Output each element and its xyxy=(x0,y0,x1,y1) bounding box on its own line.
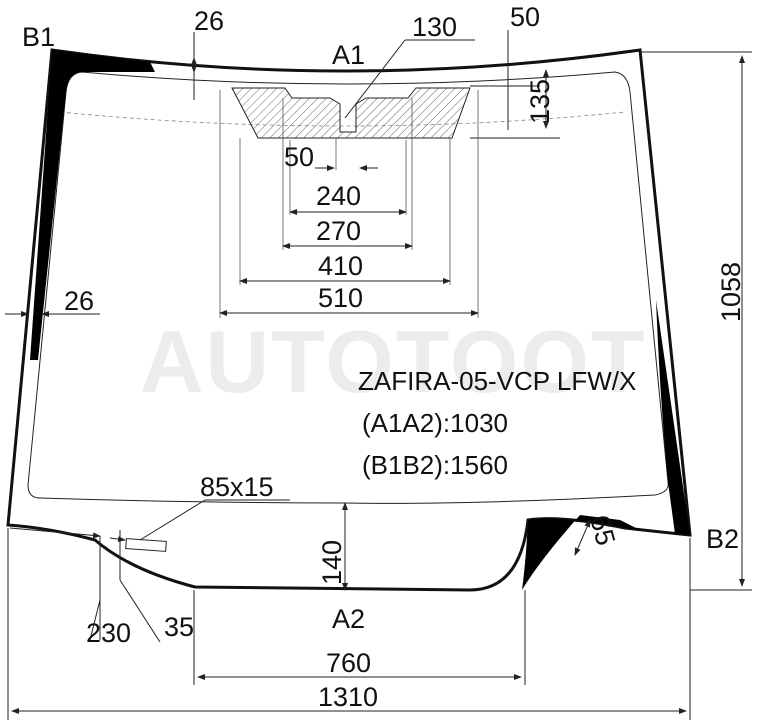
dim-240: 240 xyxy=(316,181,361,211)
dim-140: 140 xyxy=(317,540,347,585)
dim-1310: 1310 xyxy=(318,682,378,712)
dim-1058: 1058 xyxy=(716,262,746,322)
dim-35: 35 xyxy=(164,612,194,642)
sensor-hatched-area xyxy=(231,87,471,139)
dim-135: 135 xyxy=(525,79,555,124)
dimension-lines xyxy=(5,30,752,720)
black-band-lower-right xyxy=(522,515,640,590)
dim-50-mid: 50 xyxy=(284,142,314,172)
dim-50-top: 50 xyxy=(510,2,540,32)
dim-26-top: 26 xyxy=(194,6,224,36)
dim-230: 230 xyxy=(86,618,131,648)
dim-65: 65 xyxy=(584,512,621,549)
dim-130: 130 xyxy=(412,12,457,42)
upper-dotted-line xyxy=(59,111,626,127)
dim-270: 270 xyxy=(316,216,361,246)
dim-410: 410 xyxy=(318,251,363,281)
point-b2-label: B2 xyxy=(706,524,739,554)
black-band-right xyxy=(656,300,690,535)
model-b1b2: (B1B2):1560 xyxy=(362,450,508,480)
point-a1-label: A1 xyxy=(332,40,365,70)
dim-760: 760 xyxy=(326,648,371,678)
point-b1-label: B1 xyxy=(22,22,55,52)
small-sensor-rect xyxy=(125,538,167,552)
dim-510: 510 xyxy=(318,283,363,313)
glass-inner-outline xyxy=(27,71,669,504)
point-a2-label: A2 xyxy=(332,604,365,634)
model-name: ZAFIRA-05-VCP LFW/X xyxy=(358,366,636,396)
watermark-text: AUTOTOOT xyxy=(140,312,647,411)
dim-85x15: 85x15 xyxy=(200,472,274,502)
black-band-left xyxy=(30,50,155,360)
model-a1a2: (A1A2):1030 xyxy=(362,408,508,438)
dim-26-left: 26 xyxy=(64,286,94,316)
